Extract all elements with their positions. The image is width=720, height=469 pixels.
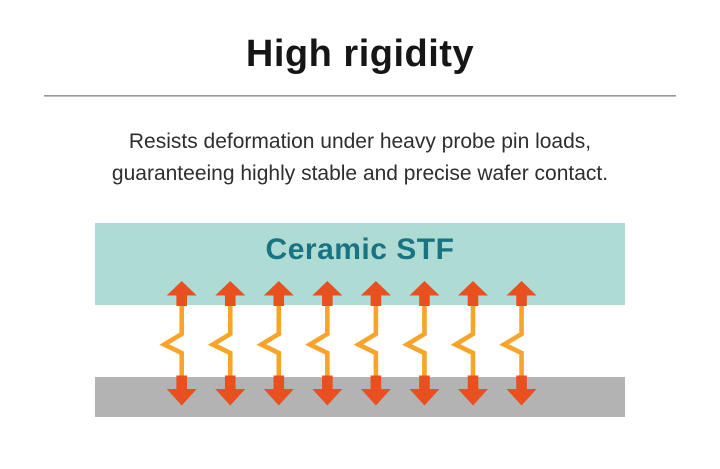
- up-arrow-icon: [312, 281, 343, 306]
- probe-pins: [159, 281, 537, 406]
- description: Resists deformation under heavy probe pi…: [0, 126, 720, 190]
- probe-pin-column: [256, 281, 294, 406]
- probe-pin-column: [353, 281, 391, 406]
- probe-pin-column: [207, 281, 246, 406]
- up-arrow-icon: [166, 281, 197, 306]
- up-arrow-icon: [360, 281, 391, 306]
- up-arrow-icon: [458, 281, 488, 306]
- down-arrow-icon: [360, 375, 391, 406]
- up-arrow-icon: [263, 281, 294, 306]
- probe-pin-column: [402, 281, 440, 406]
- spring-icon: [402, 304, 427, 377]
- probe-pin-column: [305, 281, 343, 406]
- spring-icon: [256, 304, 282, 377]
- spring-icon: [159, 304, 184, 377]
- spring-icon: [305, 304, 330, 377]
- probe-pin-column: [499, 281, 537, 406]
- divider: [44, 95, 676, 97]
- description-line-1: Resists deformation under heavy probe pi…: [128, 130, 592, 153]
- down-arrow-icon: [409, 375, 440, 406]
- down-arrow-icon: [166, 375, 197, 406]
- down-arrow-icon: [215, 375, 246, 406]
- probe-pin-column: [159, 281, 197, 406]
- page-title: High rigidity: [245, 33, 475, 75]
- spring-icon: [207, 304, 233, 377]
- ceramic-stf-label: Ceramic STF: [266, 233, 455, 266]
- spring-icon: [450, 304, 476, 377]
- up-arrow-icon: [215, 281, 246, 306]
- down-arrow-icon: [312, 375, 343, 406]
- down-arrow-icon: [263, 375, 294, 406]
- down-arrow-icon: [458, 375, 488, 406]
- down-arrow-icon: [506, 375, 537, 406]
- up-arrow-icon: [409, 281, 440, 306]
- spring-icon: [499, 304, 524, 377]
- probe-pin-column: [450, 281, 488, 406]
- description-line-2: guaranteeing highly stable and precise w…: [111, 162, 609, 185]
- up-arrow-icon: [506, 281, 537, 306]
- spring-icon: [353, 304, 379, 377]
